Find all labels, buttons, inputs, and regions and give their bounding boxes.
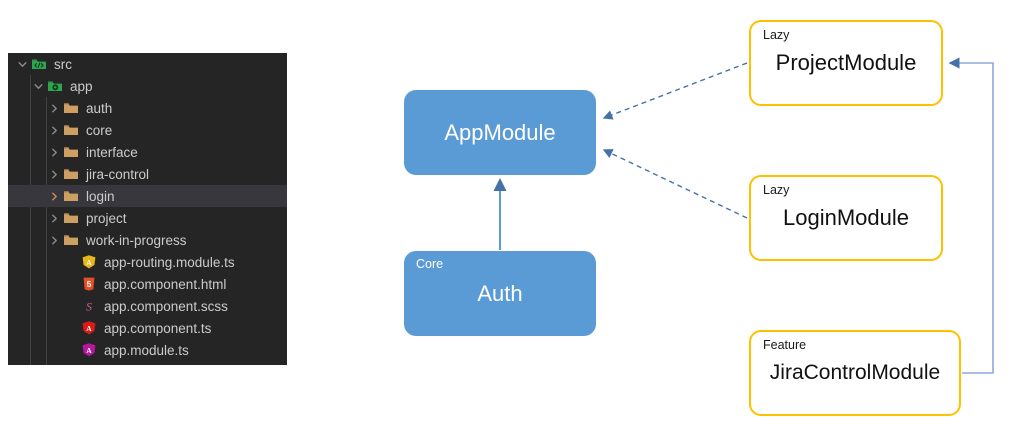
node-jiracontrolmodule[interactable]: Feature JiraControlModule (749, 330, 961, 416)
node-loginmodule-stereotype: Lazy (763, 183, 790, 197)
node-projectmodule-stereotype: Lazy (763, 28, 790, 42)
tree-item-label: work-in-progress (86, 232, 187, 248)
tree-folder-project[interactable]: project (8, 207, 287, 229)
edge-project-to-appmodule (602, 62, 748, 120)
chevron-right-icon[interactable] (46, 213, 62, 224)
folder-src-icon (30, 56, 48, 72)
node-projectmodule[interactable]: Lazy ProjectModule (749, 20, 943, 106)
tree-item-label: app.module.ts (104, 342, 189, 358)
svg-text:S: S (86, 299, 92, 313)
tree-folder-app[interactable]: app (8, 75, 287, 97)
tree-item-label: app (70, 78, 93, 94)
tree-folder-core[interactable]: core (8, 119, 287, 141)
chevron-right-icon[interactable] (46, 125, 62, 136)
edge-jira-to-project (948, 57, 994, 374)
folder-icon (62, 100, 80, 116)
tree-folder-login[interactable]: login (8, 185, 287, 207)
tree-item-label: core (86, 122, 113, 138)
chevron-down-icon[interactable] (14, 59, 30, 70)
tree-item-label: src (54, 56, 72, 72)
node-auth-stereotype: Core (416, 257, 444, 271)
chevron-right-icon[interactable] (46, 235, 62, 246)
svg-text:A: A (86, 346, 92, 355)
tree-item-label: auth (86, 100, 113, 116)
angular-component-icon: A (80, 320, 98, 336)
folder-icon (62, 188, 80, 204)
tree-item-label: app.component.html (104, 276, 227, 292)
node-projectmodule-title: ProjectModule (775, 50, 917, 75)
file-explorer[interactable]: src app auth core interface jira-control login… (8, 53, 287, 365)
node-appmodule[interactable]: AppModule (404, 90, 596, 175)
svg-text:5: 5 (87, 279, 92, 289)
tree-item-label: project (86, 210, 127, 226)
tree-item-label: app.component.scss (104, 298, 228, 314)
chevron-right-icon[interactable] (46, 191, 62, 202)
chevron-right-icon[interactable] (46, 169, 62, 180)
node-auth-title: Auth (477, 280, 523, 306)
folder-app-icon (46, 78, 64, 94)
node-auth[interactable]: Core Auth (404, 251, 596, 336)
folder-icon (62, 210, 80, 226)
tree-item-label: jira-control (86, 166, 150, 182)
node-jiracontrolmodule-stereotype: Feature (763, 338, 807, 352)
html5-icon: 5 (80, 276, 98, 292)
tree-item-label: interface (86, 144, 138, 160)
chevron-down-icon[interactable] (30, 81, 46, 92)
tree-item-label: login (86, 188, 115, 204)
node-jiracontrolmodule-title: JiraControlModule (769, 361, 941, 384)
tree-folder-auth[interactable]: auth (8, 97, 287, 119)
tree-folder-src[interactable]: src (8, 53, 287, 75)
folder-icon (62, 144, 80, 160)
tree-item-label: app-routing.module.ts (104, 254, 235, 270)
indent-guide (46, 97, 47, 365)
tree-folder-jira-control[interactable]: jira-control (8, 163, 287, 185)
tree-folder-interface[interactable]: interface (8, 141, 287, 163)
node-loginmodule-title: LoginModule (783, 205, 909, 230)
folder-icon (62, 232, 80, 248)
tree-folder-work-in-progress[interactable]: work-in-progress (8, 229, 287, 251)
chevron-right-icon[interactable] (46, 103, 62, 114)
folder-icon (62, 122, 80, 138)
sass-icon: S (80, 298, 98, 314)
node-appmodule-title: AppModule (444, 119, 556, 145)
edge-login-to-appmodule (602, 149, 748, 219)
svg-text:A: A (86, 324, 92, 333)
angular-routing-icon: A (80, 254, 98, 270)
tree-file-app-component-html[interactable]: 5 app.component.html (8, 273, 287, 295)
angular-module-icon: A (80, 342, 98, 358)
tree-item-label: app.component.ts (104, 320, 212, 336)
chevron-right-icon[interactable] (46, 147, 62, 158)
node-loginmodule[interactable]: Lazy LoginModule (749, 175, 943, 261)
indent-guide (30, 75, 31, 365)
svg-text:A: A (86, 258, 92, 267)
folder-icon (62, 166, 80, 182)
